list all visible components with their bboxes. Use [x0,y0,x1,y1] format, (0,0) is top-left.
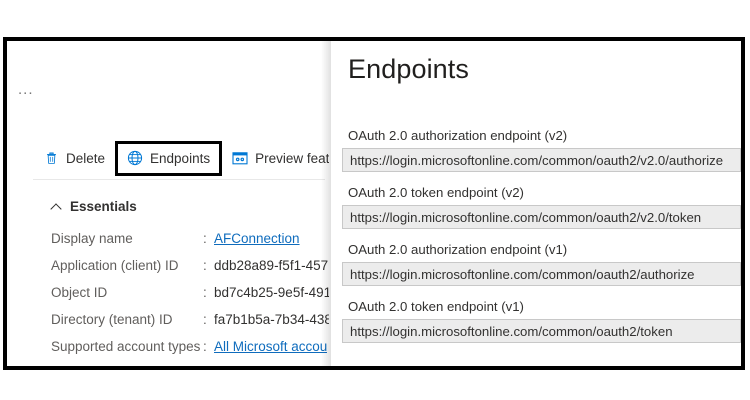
endpoint-value-field[interactable]: https://login.microsoftonline.com/common… [342,319,741,343]
property-label: Directory (tenant) ID [51,312,173,327]
property-row-object-id: Object ID : bd7c4b25-9e5f-491 [51,285,329,312]
property-label: Display name [51,231,133,246]
property-label: Application (client) ID [51,258,179,273]
property-value-application-client-id: ddb28a89-f5f1-457 [214,258,329,273]
endpoint-item-oauth2-token-v1: OAuth 2.0 token endpoint (v1) https://lo… [331,299,741,343]
annotation-frame: ... Delete [3,37,745,370]
endpoint-item-oauth2-authorize-v1: OAuth 2.0 authorization endpoint (v1) ht… [331,242,741,286]
property-value-supported-account-types[interactable]: All Microsoft accou [214,339,328,354]
endpoint-value-field[interactable]: https://login.microsoftonline.com/common… [342,148,741,172]
property-separator: : [203,231,207,246]
preview-window-icon [232,151,248,166]
endpoint-value-field[interactable]: https://login.microsoftonline.com/common… [342,262,741,286]
essentials-property-grid: Display name : AFConnection Application … [51,231,329,366]
endpoints-panel: Endpoints OAuth 2.0 authorization endpoi… [331,41,741,366]
endpoints-button-label: Endpoints [150,150,211,166]
property-value-display-name[interactable]: AFConnection [214,231,300,246]
globe-icon [127,150,143,166]
property-label: Supported account types [51,339,201,354]
preview-feature-button-label: Preview feature [255,150,329,166]
property-row-application-client-id: Application (client) ID : ddb28a89-f5f1-… [51,258,329,285]
property-label: Object ID [51,285,108,300]
frame-content: ... Delete [7,41,741,366]
property-separator: : [203,258,207,273]
endpoint-value: https://login.microsoftonline.com/common… [350,209,702,225]
chevron-up-icon [51,203,62,210]
app-overview-blade: ... Delete [7,41,329,366]
delete-button[interactable]: Delete [37,143,112,173]
property-value-object-id: bd7c4b25-9e5f-491 [214,285,329,300]
command-bar-divider [33,179,325,180]
property-separator: : [203,339,207,354]
preview-feature-button[interactable]: Preview feature [225,143,329,173]
essentials-section-header[interactable]: Essentials [51,199,137,214]
command-bar: Delete Endpoi [7,139,329,177]
endpoint-label: OAuth 2.0 token endpoint (v2) [348,185,524,200]
property-row-display-name: Display name : AFConnection [51,231,329,258]
endpoint-item-oauth2-authorize-v2: OAuth 2.0 authorization endpoint (v2) ht… [331,128,741,172]
endpoints-panel-title: Endpoints [348,54,469,84]
endpoint-item-oauth2-token-v2: OAuth 2.0 token endpoint (v2) https://lo… [331,185,741,229]
endpoint-value-field[interactable]: https://login.microsoftonline.com/common… [342,205,741,229]
delete-button-label: Delete [66,150,106,166]
property-row-directory-tenant-id: Directory (tenant) ID : fa7b1b5a-7b34-43… [51,312,329,339]
property-value-directory-tenant-id: fa7b1b5a-7b34-438 [214,312,329,327]
endpoint-label: OAuth 2.0 authorization endpoint (v1) [348,242,568,257]
endpoints-button[interactable]: Endpoints [115,140,223,176]
endpoint-value: https://login.microsoftonline.com/common… [350,323,673,339]
property-row-supported-account-types: Supported account types : All Microsoft … [51,339,329,366]
endpoint-label: OAuth 2.0 authorization endpoint (v2) [348,128,568,143]
panel-drop-shadow [321,41,331,366]
property-separator: : [203,285,207,300]
endpoint-value: https://login.microsoftonline.com/common… [350,152,724,168]
endpoint-value: https://login.microsoftonline.com/common… [350,266,695,282]
property-separator: : [203,312,207,327]
trash-icon [44,151,59,166]
more-commands-button[interactable]: ... [18,81,34,98]
essentials-label: Essentials [70,199,137,214]
endpoint-label: OAuth 2.0 token endpoint (v1) [348,299,524,314]
endpoints-field-list: OAuth 2.0 authorization endpoint (v2) ht… [331,128,741,356]
